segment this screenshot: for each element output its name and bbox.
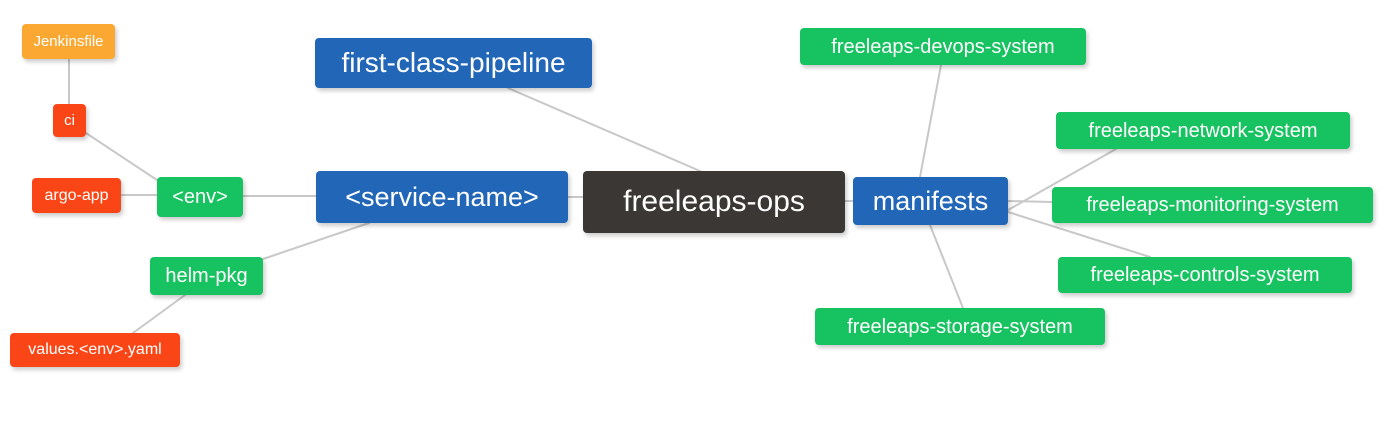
node-label-first-class-pipeline: first-class-pipeline [341,47,566,78]
node-label-env: <env> [172,186,228,208]
node-label-freeleaps-ops: freeleaps-ops [623,185,805,218]
node-label-freeleaps-network-system: freeleaps-network-system [1088,119,1318,142]
node-label-values-yaml: values.<env>.yaml [28,341,162,358]
edge-manifests-devops [919,64,942,178]
edge-ci-env [85,132,161,183]
node-jenkinsfile[interactable]: Jenkinsfile [22,24,115,59]
node-helm-pkg[interactable]: helm-pkg [150,257,263,295]
node-label-manifests: manifests [872,185,989,216]
node-ci[interactable]: ci [53,104,86,137]
node-manifests[interactable]: manifests [853,177,1008,225]
node-freeleaps-controls-system[interactable]: freeleaps-controls-system [1058,257,1352,293]
node-label-helm-pkg: helm-pkg [165,265,248,287]
node-label-argo-app: argo-app [44,186,109,204]
edge-valuesyaml-helmpkg [132,294,186,334]
edge-firstclass-ops [507,87,701,172]
node-label-ci: ci [64,112,75,129]
node-freeleaps-monitoring-system[interactable]: freeleaps-monitoring-system [1052,187,1373,223]
edge-manifests-storage [929,224,964,309]
node-values-yaml[interactable]: values.<env>.yaml [10,333,180,367]
node-freeleaps-network-system[interactable]: freeleaps-network-system [1056,112,1350,149]
node-label-freeleaps-controls-system: freeleaps-controls-system [1090,264,1320,286]
node-freeleaps-devops-system[interactable]: freeleaps-devops-system [800,28,1086,65]
node-freeleaps-ops[interactable]: freeleaps-ops [583,171,845,233]
node-service-name[interactable]: <service-name> [316,171,568,223]
node-argo-app[interactable]: argo-app [32,178,121,213]
node-label-freeleaps-storage-system: freeleaps-storage-system [847,315,1073,338]
edge-helmpkg-servicename [262,222,370,260]
edge-manifests-monitoring [1007,200,1053,203]
node-env[interactable]: <env> [157,177,243,217]
node-first-class-pipeline[interactable]: first-class-pipeline [315,38,592,88]
node-label-jenkinsfile: Jenkinsfile [33,33,104,50]
node-label-service-name: <service-name> [345,181,539,212]
node-freeleaps-storage-system[interactable]: freeleaps-storage-system [815,308,1105,345]
node-label-freeleaps-monitoring-system: freeleaps-monitoring-system [1086,194,1339,216]
node-label-freeleaps-devops-system: freeleaps-devops-system [831,35,1055,58]
